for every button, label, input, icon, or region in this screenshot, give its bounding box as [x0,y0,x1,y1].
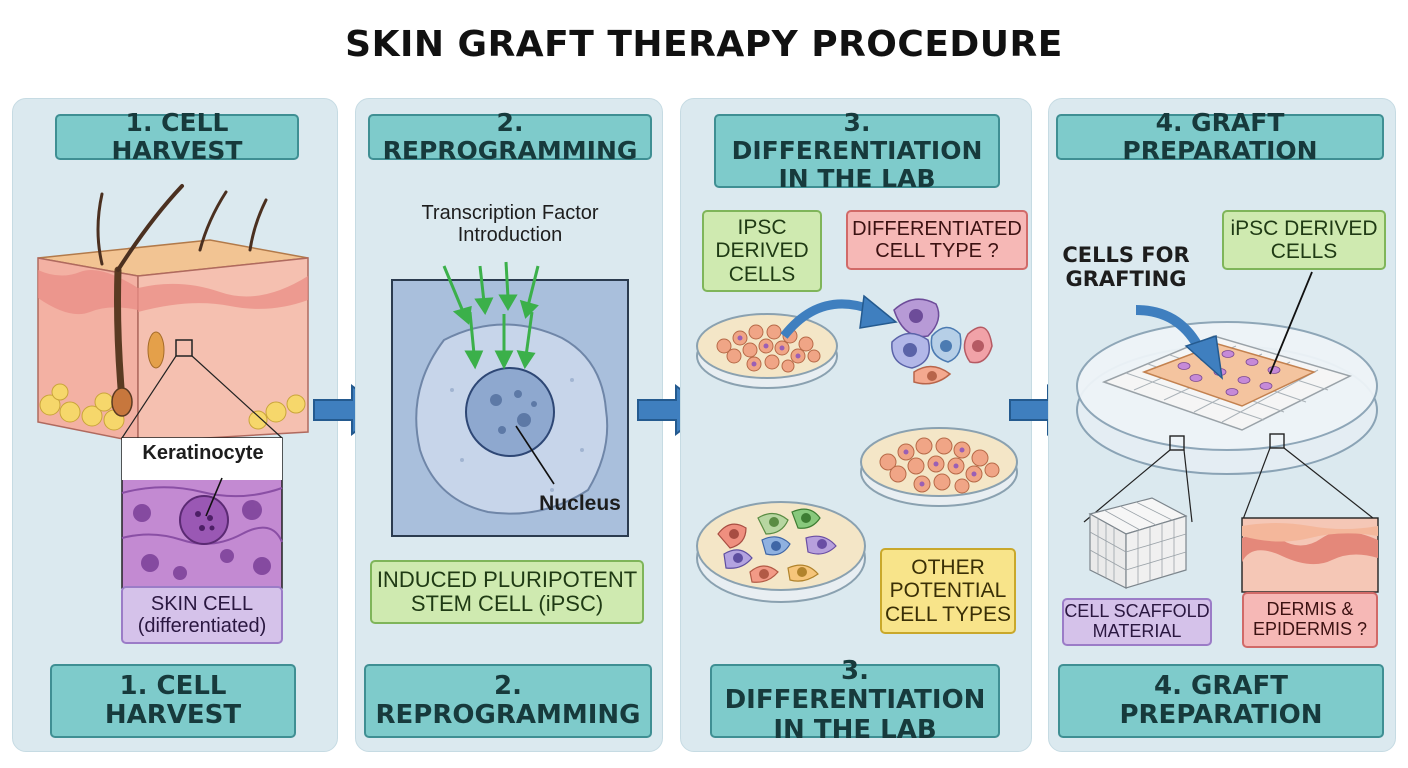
tf-label: Transcription Factor Introduction [370,202,650,247]
cell-scaffold-line1: CELL SCAFFOLD [1064,601,1210,622]
ipsc-derived-line1: IPSC [737,216,787,240]
ipsc-pointer-line [1269,271,1313,375]
ipsc-derived-cells-line2: CELLS [1270,240,1338,263]
skin-cell-label-line1: SKIN CELL [150,593,254,615]
dermis-zoom-icon [1241,517,1379,593]
grafting-arrow-icon [1135,305,1224,380]
other-cell-types-label: OTHER POTENTIAL CELL TYPES [880,548,1016,634]
petri-dish-icon [860,427,1018,507]
cell-scaffold-label: CELL SCAFFOLD MATERIAL [1062,598,1212,646]
panel-4-header: 4. GRAFT PREPARATION [1056,109,1384,165]
panel-3-header-line2: IN THE LAB [778,164,936,193]
petri-dish-icon [696,501,866,603]
panel-2-footer: 2. REPROGRAMMING [364,664,652,738]
panel-3-footer-line2: IN THE LAB [773,714,937,745]
tf-label-line2: Introduction [457,224,563,247]
keratinocyte-label: Keratinocyte [142,442,264,464]
transcription-factor-arrows [442,261,540,370]
panel-3-footer: 3. DIFFERENTIATION IN THE LAB [710,657,1000,744]
cells-for-grafting-line2: GRAFTING [1065,266,1187,291]
panel-1-footer: 1. CELL HARVEST [50,664,296,738]
dermis-epidermis-label: DERMIS & EPIDERMIS ? [1242,592,1378,648]
other-line3: CELL TYPES [884,602,1012,626]
ipsc-derived-cells-label: iPSC DERIVED CELLS [1222,210,1386,270]
panel-differentiation [680,98,1032,752]
panel-4-footer: 4. GRAFT PREPARATION [1058,664,1384,738]
differentiated-cells-icon [891,298,993,385]
dermis-epidermis-line2: EPIDERMIS ? [1252,619,1368,639]
panel-1-header: 1. CELL HARVEST [55,109,299,165]
scaffold-dish-illustration [1076,321,1379,523]
ipsc-label: INDUCED PLURIPOTENT STEM CELL (iPSC) [370,560,644,624]
stem-cell-micrograph [391,279,629,537]
keratinocyte-micrograph [121,437,283,589]
skin-cell-label: SKIN CELL (differentiated) [121,586,283,644]
ipsc-label-line2: STEM CELL (iPSC) [410,591,604,616]
ipsc-derived-line3: CELLS [728,262,796,286]
cells-for-grafting-line1: CELLS FOR [1062,243,1190,267]
petri-dish-icon [696,313,838,389]
nucleus-label: Nucleus [539,492,621,515]
ipsc-derived-label: IPSC DERIVED CELLS [702,210,822,292]
panel-3-footer-line1: 3. DIFFERENTIATION [724,656,986,716]
other-line2: POTENTIAL [889,579,1007,603]
cells-for-grafting-label: CELLS FOR GRAFTING [1062,243,1190,291]
scaffold-zoom-icon [1088,497,1188,589]
skin-cell-label-line2: (differentiated) [137,615,267,637]
ipsc-label-line1: INDUCED PLURIPOTENT [376,566,638,592]
page-title: SKIN GRAFT THERAPY PROCEDURE [345,24,1063,65]
other-line1: OTHER [911,556,985,580]
differentiated-cell-label: DIFFERENTIATED CELL TYPE ? [846,210,1028,270]
panel-3-header-line1: 3. DIFFERENTIATION [731,108,983,165]
dermis-epidermis-line1: DERMIS & [1266,599,1354,620]
differentiated-line2: CELL TYPE ? [875,240,999,262]
ipsc-derived-cells-line1: iPSC DERIVED [1230,216,1378,240]
differentiated-line1: DIFFERENTIATED [852,218,1022,240]
differentiation-arrow-icon [780,294,898,339]
cell-scaffold-line2: MATERIAL [1092,621,1182,641]
ipsc-derived-line2: DERIVED [715,239,809,263]
panel-2-header: 2. REPROGRAMMING [368,109,652,165]
tf-label-line1: Transcription Factor [421,202,599,224]
panel-3-header: 3. DIFFERENTIATION IN THE LAB [714,109,1000,193]
skin-block-illustration [37,184,309,443]
